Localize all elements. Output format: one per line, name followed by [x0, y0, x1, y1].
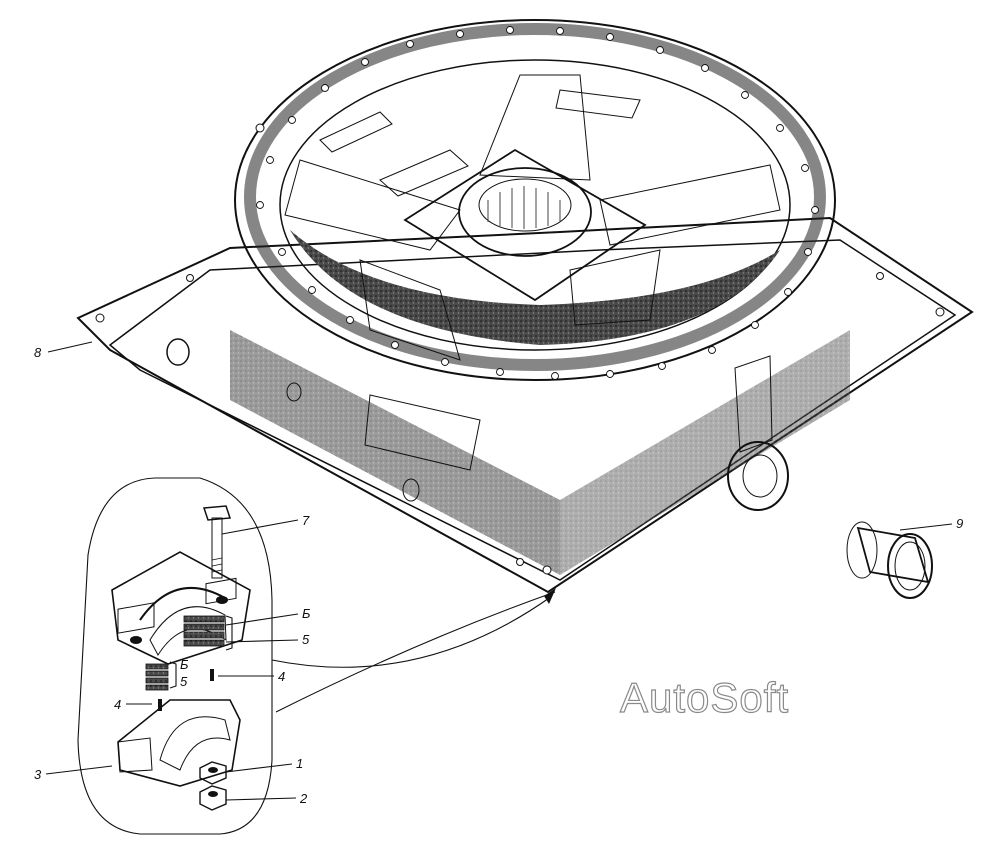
dowel-pin-right: [210, 669, 214, 681]
label-4-left: 4: [114, 697, 121, 712]
shim-stack-upper: [183, 615, 225, 647]
label-5-lower: 5: [180, 674, 188, 689]
housing-slot-2: [379, 149, 469, 197]
bearing-cap-lower-part-3: [117, 699, 241, 787]
housing-ring-inner: [279, 59, 791, 351]
label-7: 7: [302, 513, 310, 528]
assembly-arrow-curve-2: [271, 595, 553, 668]
dowel-pin-left: [158, 699, 162, 711]
leader-lines: [45, 341, 953, 801]
housing-boss-low: [402, 478, 420, 502]
bushing-end-back: [846, 521, 878, 579]
label-4-right: 4: [278, 669, 285, 684]
label-8: 8: [34, 345, 42, 360]
housing-center-bore: [458, 167, 592, 257]
housing-ring-bolt-holes: [256, 26, 819, 380]
bolt-thread: [211, 557, 223, 573]
bushing-end-front-inner: [894, 541, 926, 591]
lower-cap-body: [117, 699, 241, 787]
lower-cap-ear: [117, 737, 153, 773]
bolt-shank: [211, 517, 223, 579]
shim-stack-lower: [145, 663, 169, 691]
label-9: 9: [956, 516, 963, 531]
housing-boss-left: [166, 338, 190, 366]
bushing-part-9: [846, 521, 933, 599]
housing-bore-ribs: [487, 186, 561, 229]
bushing-end-front: [887, 533, 933, 599]
label-3: 3: [34, 767, 42, 782]
housing-ring-outer: [234, 19, 836, 381]
housing-slot-3: [555, 89, 641, 119]
housing-side-window: [364, 394, 481, 471]
housing-spoke-left: [284, 159, 461, 251]
bolt-part-7: [202, 505, 232, 579]
lower-cap-saddle: [159, 716, 231, 771]
label-1: 1: [296, 756, 303, 771]
housing-spoke-top: [479, 74, 591, 181]
bearing-cap-upper: [111, 551, 251, 665]
housing-cavity-shade: [290, 230, 780, 345]
label-6-upper: Б: [302, 606, 311, 621]
label-5-upper: 5: [302, 632, 310, 647]
housing-center-bore-inner: [478, 178, 572, 232]
label-2: 2: [299, 791, 308, 806]
housing-bushing-bore: [742, 454, 778, 498]
housing-bracket: [734, 355, 773, 453]
upper-cap-arc: [139, 586, 226, 621]
upper-cap-body: [111, 551, 251, 665]
housing-spoke-right: [599, 164, 781, 246]
housing-ring-flange: [244, 23, 826, 371]
housing-window-right: [569, 249, 661, 326]
watermark: AutoSoft: [620, 674, 789, 721]
housing-part-8: [76, 19, 974, 594]
upper-cap-bolt-hole-left: [130, 636, 142, 644]
housing-boss-mid: [286, 382, 302, 402]
bolt-head: [202, 505, 232, 521]
housing-base-flange: [76, 216, 974, 594]
housing-side-wall-right: [560, 330, 850, 575]
upper-cap-bolt-hole-right: [216, 596, 228, 604]
assembly-arrow-curve: [275, 591, 556, 713]
upper-cap-arc-inner: [149, 606, 227, 656]
nut-part-1: [199, 761, 227, 785]
nut-part-2: [199, 785, 227, 811]
assembly-arrow-head: [544, 588, 556, 604]
inset-outline: [77, 477, 273, 835]
housing-bushing-boss: [727, 441, 789, 511]
housing-center-boss: [403, 148, 647, 302]
upper-cap-pad-left: [117, 602, 155, 634]
housing-slot-1: [319, 111, 393, 153]
housing-flange-holes: [95, 123, 945, 575]
bushing-body: [856, 526, 930, 584]
housing-window-left: [359, 259, 461, 361]
label-6-lower: Б: [180, 657, 189, 672]
